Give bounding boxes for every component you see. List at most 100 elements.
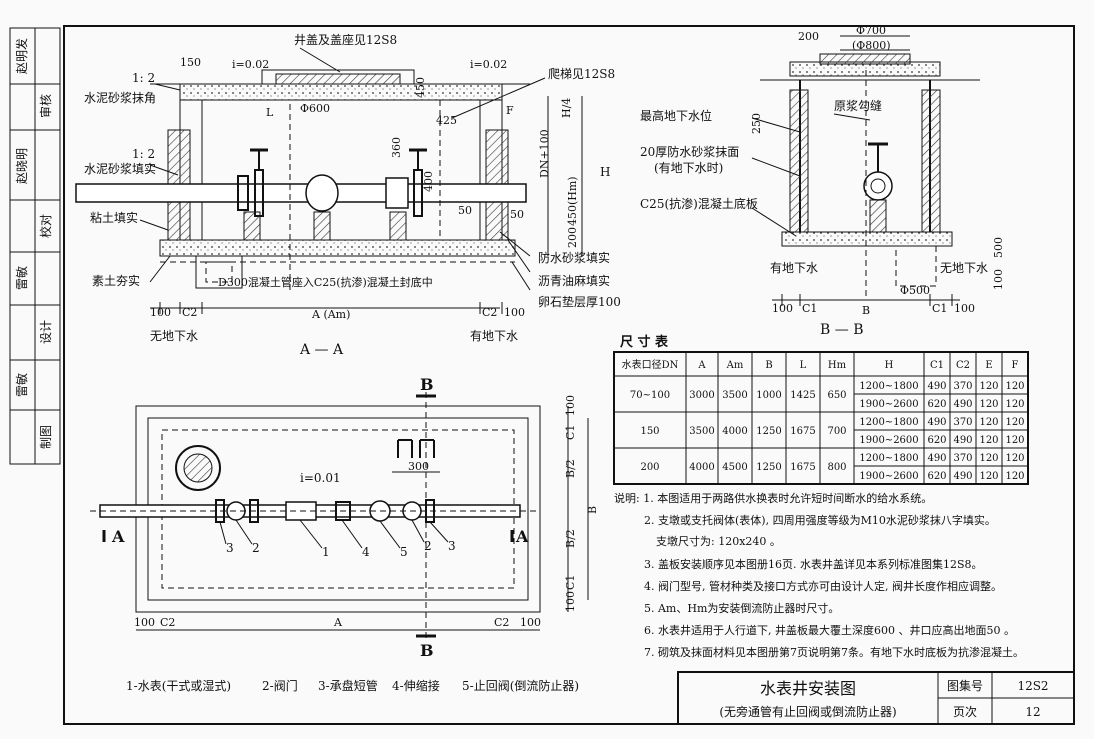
legend-2: 2-阀门 <box>262 678 298 693</box>
label-plain-soil: 素土夯实 <box>92 273 140 288</box>
dim-table-cell: 490 <box>927 417 946 428</box>
dim-table-header: H <box>885 360 894 371</box>
dim-table-cell: 3000 <box>689 390 714 401</box>
label-cover: 井盖及盖座见12S8 <box>294 32 397 47</box>
note-2b: 支墩尺寸为: 120x240 。 <box>656 534 781 548</box>
dim-table-cell: 650 <box>827 390 846 401</box>
sleeve-inner <box>205 261 233 283</box>
dim-bb-100b: 100 <box>954 302 975 315</box>
cut-marks <box>102 394 514 638</box>
dim-table-cell: 120 <box>1005 435 1024 446</box>
dim-table-cell: 120 <box>1005 471 1024 482</box>
dim-table-cell: 150 <box>640 426 659 437</box>
note-2: 2. 支墩或支托阀体(表体), 四周用强度等级为M10水泥砂浆抹八字填实。 <box>644 513 996 527</box>
dim-aa-A: A (Am) <box>311 308 350 321</box>
dim-table-cell: 70~100 <box>630 390 670 401</box>
label-bb-has-groundwater: 有地下水 <box>770 261 818 275</box>
dim-table-cell: 620 <box>927 399 946 410</box>
check-valve <box>385 177 409 209</box>
dim-aa-200: 200 <box>566 227 579 248</box>
dim-bb-C1a: C1 <box>802 302 817 315</box>
dim-aa-C2a: C2 <box>182 306 197 319</box>
note-3: 3. 盖板安装顺序见本图册16页. 水表井盖详见本系列标准图集12S8。 <box>644 557 983 571</box>
plan-rdim-c1b: C1 <box>564 575 577 590</box>
label-clay-fill: 粘土填实 <box>90 210 138 225</box>
dim-table-cell: 3500 <box>722 390 747 401</box>
dim-table-cell: 1675 <box>790 462 815 473</box>
dim-aa-450: 450 <box>414 77 427 98</box>
plan-rdim-b2a: B/2 <box>564 459 577 478</box>
dim-table-cell: 120 <box>979 471 998 482</box>
dim-table-cell: 1675 <box>790 426 815 437</box>
signature-column: 赵明发 审核 赵晓明 校对 雷敏 设计 雷敏 制图 <box>9 27 61 465</box>
dim-table-header: C1 <box>930 360 944 371</box>
support-2 <box>313 211 331 241</box>
dim-aa-360: 360 <box>390 137 403 158</box>
sign-name-2: 赵晓明 <box>15 148 29 184</box>
label-slope-left: i=0.02 <box>232 58 269 71</box>
note-4: 4. 阀门型号, 管材种类及接口方式亦可由设计人定, 阀井长度作相应调整。 <box>644 579 1002 593</box>
dim-table-cell: 1900~2600 <box>859 399 918 410</box>
callout-2: 2 <box>252 541 260 555</box>
label-c25-slab: C25(抗渗)混凝土底板 <box>640 196 758 211</box>
dim-bb-250: 250 <box>750 113 763 134</box>
dim-table-cell: 370 <box>953 453 972 464</box>
dim-table-cell: 120 <box>979 417 998 428</box>
dim-table-cell: 1250 <box>756 426 781 437</box>
atlas-label: 图集号 <box>947 678 983 693</box>
label-asphalt-fill: 沥青油麻填实 <box>538 273 610 288</box>
label-mortar-ratio-top: 1: 2 <box>132 71 155 85</box>
plan-cut-a-left: A <box>111 527 125 546</box>
dim-table-cell: 120 <box>1005 453 1024 464</box>
dim-table-cell: 1200~1800 <box>859 381 918 392</box>
support-3 <box>389 211 407 241</box>
dim-table-frame <box>613 351 1029 485</box>
dim-bb-100r: 100 <box>992 269 1005 290</box>
dim-bb-200: 200 <box>798 30 819 43</box>
section-bb: Φ700 (Φ800) 200 最高地下水位 原浆勾缝 20厚防水砂浆抹面 (有… <box>640 24 1005 338</box>
caption-aa: A — A <box>299 342 344 358</box>
dim-aa-phi600: Φ600 <box>300 102 330 115</box>
dim-table-header: F <box>1012 360 1019 371</box>
dim-table-cell: 200 <box>640 462 659 473</box>
manhole-lid <box>183 453 213 483</box>
dim-bb-500: 500 <box>992 237 1005 258</box>
dim-table-cell: 1000 <box>756 390 781 401</box>
label-sleeve: D300混凝土管座入C25(抗渗)混凝土封底中 <box>218 275 433 289</box>
plan-dim-300: 300 <box>408 460 429 473</box>
legend-1: 1-水表(干式或湿式) <box>126 678 231 693</box>
title-sub: (无旁通管有止回阀或倒流防止器) <box>719 704 896 719</box>
plan-rdim-100b: 100 <box>564 591 577 612</box>
dim-aa-400: 400 <box>422 171 435 192</box>
dim-table-cell: 120 <box>979 381 998 392</box>
dim-table-header: E <box>985 360 992 371</box>
label-aa-no-groundwater: 无地下水 <box>150 329 198 343</box>
title-main: 水表井安装图 <box>760 679 856 698</box>
label-waterproof-fill: 防水砂浆填实 <box>538 250 610 265</box>
dim-table-cell: 490 <box>953 435 972 446</box>
main-pipe <box>75 183 527 203</box>
dim-aa-C2b: C2 <box>482 306 497 319</box>
label-mortar20-note: (有地下水时) <box>654 161 723 175</box>
label-max-water: 最高地下水位 <box>640 108 712 123</box>
legend-3: 3-承盘短管 <box>318 678 378 693</box>
ladder-rungs <box>397 439 435 458</box>
page-no: 12 <box>1025 705 1040 719</box>
plan-bdim-100b: 100 <box>520 616 541 629</box>
dim-aa-H4: H/4 <box>560 98 573 118</box>
bb-slab <box>781 231 953 247</box>
dim-table-cell: 120 <box>1005 381 1024 392</box>
plan-rdim-b2b: B/2 <box>564 529 577 548</box>
dim-table-header: A <box>697 360 706 371</box>
dim-table-cell: 1900~2600 <box>859 435 918 446</box>
manhole-cover <box>275 73 401 85</box>
label-bb-no-groundwater: 无地下水 <box>940 261 988 275</box>
bb-pipe-section <box>863 171 893 201</box>
plan-bdim-100a: 100 <box>134 616 155 629</box>
dim-table-cell: 490 <box>953 471 972 482</box>
dim-table-header: L <box>800 360 807 371</box>
dim-table-header: 水表口径DN <box>622 358 679 371</box>
bb-wall-right <box>921 89 941 233</box>
dim-table-cell: 1200~1800 <box>859 417 918 428</box>
